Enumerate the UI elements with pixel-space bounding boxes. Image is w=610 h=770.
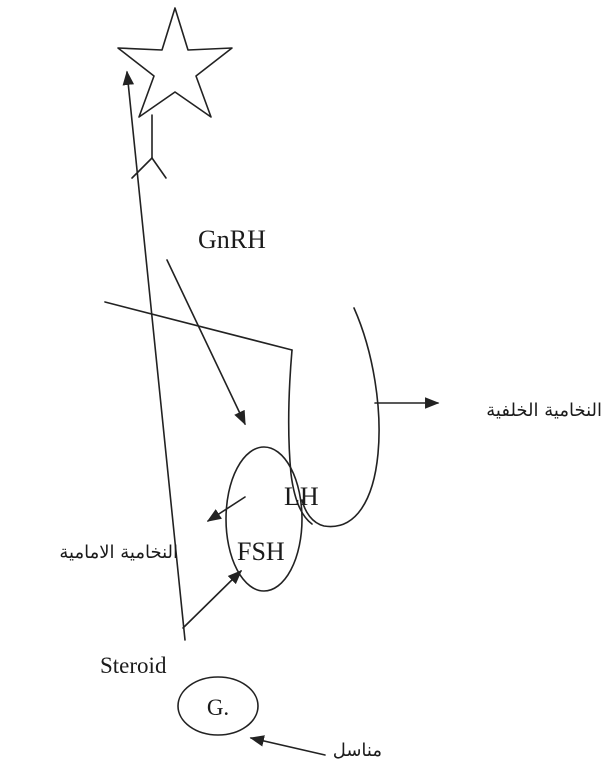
- posterior-pituitary-label: النخامية الخلفية: [486, 400, 602, 421]
- lh-label: LH: [284, 482, 319, 511]
- hypothalamus-line: [105, 302, 292, 350]
- gnrh-arrow: [167, 260, 245, 424]
- steroid-label: Steroid: [100, 653, 167, 678]
- gnrh-label: GnRH: [198, 225, 266, 254]
- fsh-label: FSH: [237, 537, 285, 566]
- anterior-pituitary-label: النخامية الامامية: [59, 542, 178, 563]
- gonad-label: G.: [207, 695, 229, 720]
- steroid-arrow: [183, 571, 241, 628]
- star-icon: [118, 8, 232, 117]
- gonads-pointer-arrow: [251, 738, 325, 755]
- gonads-label: مناسل: [333, 740, 382, 761]
- anterior-pituitary-lobe: [226, 447, 302, 591]
